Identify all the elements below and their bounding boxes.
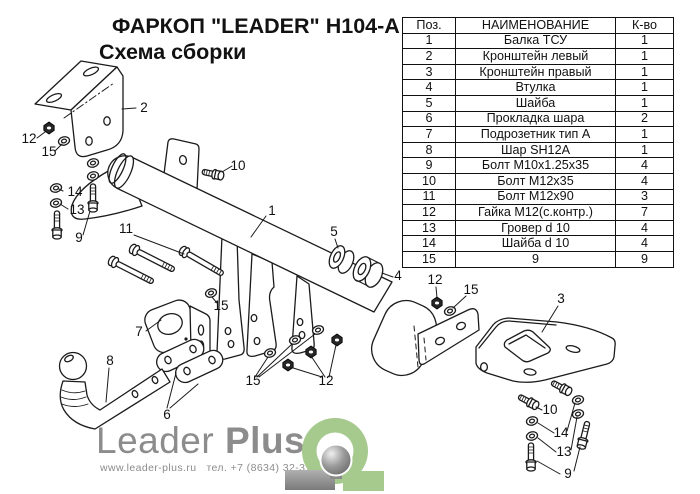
cell-name: Прокладка шара <box>455 110 616 128</box>
cell-qty: 1 <box>615 94 674 112</box>
brand-bold: Plus <box>225 420 306 461</box>
bracket-right-shape <box>475 317 616 383</box>
callout-13: 13 <box>556 444 571 459</box>
callout-12: 12 <box>318 373 333 388</box>
beam-center-plates <box>216 235 315 360</box>
cell-name: Болт М12х35 <box>455 172 616 190</box>
callout-14: 14 <box>67 184 83 199</box>
callout-8: 8 <box>106 353 114 368</box>
callout-14: 14 <box>553 425 569 440</box>
title-line2: Схема сборки <box>99 39 247 64</box>
callout-1: 1 <box>268 203 276 218</box>
brand-regular: Leader <box>96 420 215 461</box>
bolt-10-top <box>200 166 226 182</box>
callout-3: 3 <box>557 291 565 306</box>
cell-name: Кронштейн левый <box>455 48 616 65</box>
beam-side-rail <box>417 308 480 366</box>
long-bolts <box>106 242 227 288</box>
callout-10: 10 <box>542 402 557 417</box>
table-header-row: Поз. НАИМЕНОВАНИЕ К-во <box>402 17 674 34</box>
callout-12: 12 <box>21 131 36 146</box>
leader-lines <box>36 107 581 475</box>
callout-13: 13 <box>69 202 84 217</box>
page-title: ФАРКОП "LEADER" H104-A Схема сборки <box>99 14 400 66</box>
callout-12: 12 <box>427 272 442 287</box>
cell-qty: 9 <box>615 250 674 268</box>
brand-name: Leader Plus <box>96 422 328 459</box>
title-line1: ФАРКОП "LEADER" H104-A <box>112 14 400 38</box>
cell-pos: 11 <box>402 188 456 206</box>
callout-9: 9 <box>75 230 83 245</box>
cell-qty: 4 <box>615 235 674 252</box>
callout-6: 6 <box>163 407 171 422</box>
cell-name: Шайба <box>455 94 616 112</box>
callout-9: 9 <box>564 466 572 481</box>
callout-4: 4 <box>394 268 402 283</box>
beam-shape <box>107 153 393 313</box>
callout-15: 15 <box>245 373 260 388</box>
callout-2: 2 <box>140 100 148 115</box>
bushing-washer <box>328 245 384 288</box>
bracket-left-shape <box>34 60 124 158</box>
col-header-pos: Поз. <box>402 17 456 34</box>
callout-10: 10 <box>230 158 245 173</box>
callout-15: 15 <box>463 282 478 297</box>
rail-fasteners <box>431 296 458 318</box>
cell-name: Болт М10х1.25х35 <box>455 157 616 174</box>
brand-url: www.leader-plus.ru <box>100 462 197 474</box>
ball-gaskets-shape <box>156 338 224 384</box>
callout-11: 11 <box>119 221 133 236</box>
callout-15: 15 <box>213 298 228 313</box>
callout-7: 7 <box>135 324 143 339</box>
towball-logo-icon <box>285 418 384 491</box>
callout-5: 5 <box>330 224 338 239</box>
tow-ball-shape <box>58 351 171 430</box>
callout-15: 15 <box>41 144 56 159</box>
